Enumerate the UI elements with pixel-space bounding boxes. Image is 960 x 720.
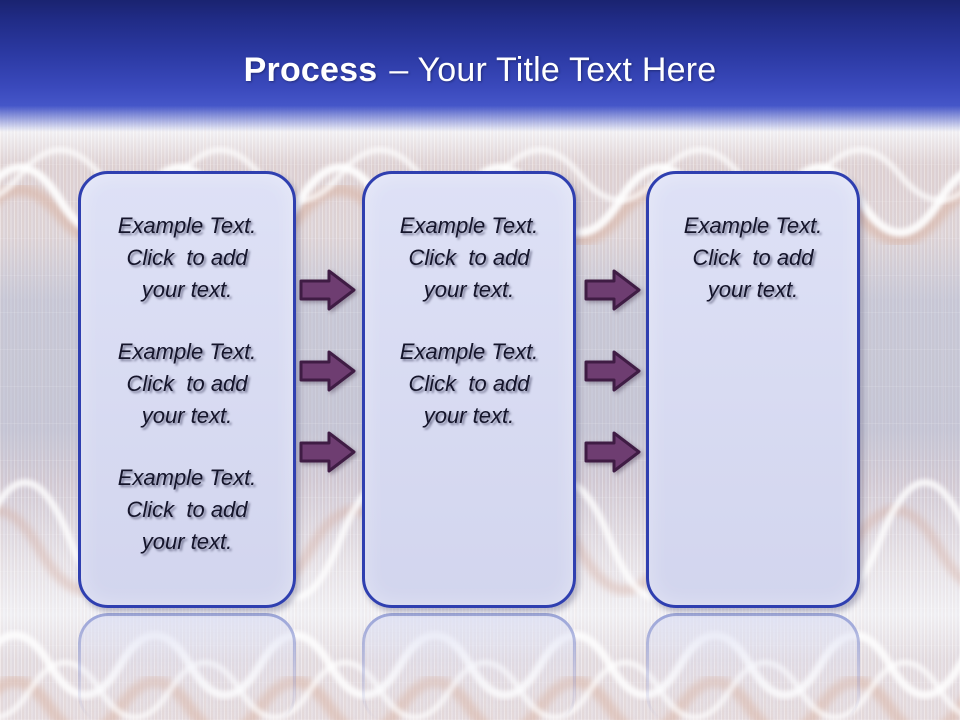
- placeholder-paragraph: Example Text. Click to add your text.: [81, 462, 293, 558]
- right-arrow-icon: [584, 431, 641, 473]
- text-line: your text.: [423, 403, 515, 428]
- slide-title: Process – Your Title Text Here: [0, 50, 960, 90]
- text-line: Click to add: [126, 245, 248, 270]
- right-arrow-icon: [584, 350, 641, 392]
- placeholder-paragraph: Example Text. Click to add your text.: [365, 336, 573, 432]
- box-reflection-3: [646, 613, 860, 720]
- text-line: Click to add: [408, 371, 530, 396]
- process-box-2[interactable]: Example Text. Click to add your text. Ex…: [362, 171, 576, 608]
- text-line: Example Text.: [117, 465, 257, 490]
- text-line: Example Text.: [117, 213, 257, 238]
- text-line: Example Text.: [683, 213, 823, 238]
- text-line: Click to add: [408, 245, 530, 270]
- text-line: your text.: [141, 529, 233, 554]
- text-line: Click to add: [126, 497, 248, 522]
- placeholder-paragraph: Example Text. Click to add your text.: [365, 210, 573, 306]
- right-arrow-icon: [299, 269, 356, 311]
- placeholder-paragraph: Example Text. Click to add your text.: [649, 210, 857, 306]
- title-bar: Process – Your Title Text Here: [0, 0, 960, 132]
- title-subtitle: – Your Title Text Here: [389, 51, 717, 89]
- text-line: Click to add: [126, 371, 248, 396]
- right-arrow-icon: [299, 350, 356, 392]
- text-line: Example Text.: [399, 339, 539, 364]
- arrow-column-2: [584, 268, 642, 474]
- box-reflection-1: [78, 613, 296, 720]
- text-line: your text.: [141, 277, 233, 302]
- text-line: Example Text.: [117, 339, 257, 364]
- right-arrow-icon: [584, 269, 641, 311]
- process-box-3[interactable]: Example Text. Click to add your text.: [646, 171, 860, 608]
- placeholder-paragraph: Example Text. Click to add your text.: [81, 336, 293, 432]
- title-keyword: Process: [243, 51, 378, 89]
- text-line: Example Text.: [399, 213, 539, 238]
- text-line: your text.: [141, 403, 233, 428]
- text-line: your text.: [423, 277, 515, 302]
- arrow-column-1: [299, 268, 357, 474]
- text-line: your text.: [707, 277, 799, 302]
- box-reflection-2: [362, 613, 576, 720]
- text-line: Click to add: [692, 245, 814, 270]
- placeholder-paragraph: Example Text. Click to add your text.: [81, 210, 293, 306]
- right-arrow-icon: [299, 431, 356, 473]
- process-box-1[interactable]: Example Text. Click to add your text. Ex…: [78, 171, 296, 608]
